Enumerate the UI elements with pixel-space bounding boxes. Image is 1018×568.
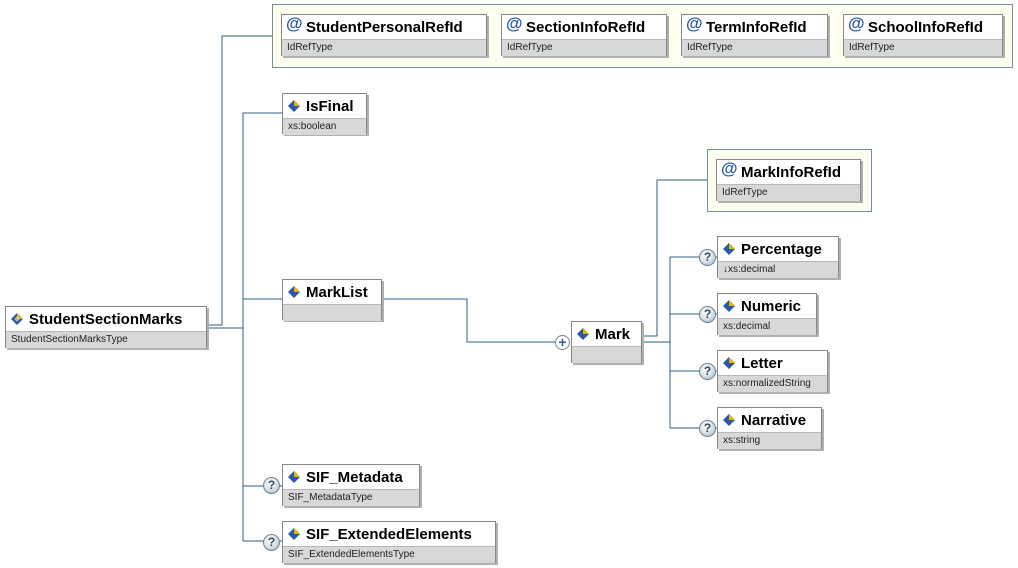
- attr-name: SchoolInfoRefId: [868, 18, 983, 36]
- element-name: Narrative: [741, 411, 807, 429]
- attribute-icon: @: [686, 14, 703, 33]
- element-percentage[interactable]: Percentage ↓xs:decimal: [717, 236, 839, 278]
- element-letter[interactable]: Letter xs:normalizedString: [717, 350, 828, 392]
- element-type: xs:string: [718, 432, 821, 449]
- attr-term-info-ref-id[interactable]: @TermInfoRefId IdRefType: [681, 14, 828, 56]
- element-icon: [11, 313, 23, 325]
- element-name: SIF_Metadata: [306, 468, 403, 486]
- attr-type: IdRefType: [717, 184, 860, 201]
- element-type: xs:normalizedString: [718, 375, 827, 392]
- element-name: Percentage: [741, 240, 822, 258]
- element-name: Letter: [741, 354, 783, 372]
- attr-type: IdRefType: [502, 39, 666, 56]
- element-sif-metadata[interactable]: SIF_Metadata SIF_MetadataType: [282, 464, 420, 506]
- attr-type: IdRefType: [282, 39, 486, 56]
- element-icon: [288, 471, 300, 483]
- element-mark-list[interactable]: MarkList: [282, 279, 382, 321]
- element-icon: [577, 328, 589, 340]
- attribute-icon: @: [286, 14, 303, 33]
- element-type: StudentSectionMarksType: [6, 331, 206, 348]
- element-icon: [723, 357, 735, 369]
- attribute-icon: @: [506, 14, 523, 33]
- element-type: [283, 304, 381, 321]
- element-icon: [723, 300, 735, 312]
- attr-mark-info-ref-id[interactable]: @MarkInfoRefId IdRefType: [716, 159, 861, 201]
- element-mark[interactable]: Mark: [571, 321, 642, 363]
- element-type: ↓xs:decimal: [718, 261, 838, 278]
- attribute-icon: @: [721, 159, 738, 178]
- attr-type: IdRefType: [682, 39, 827, 56]
- element-icon: [288, 100, 300, 112]
- element-type: xs:decimal: [718, 318, 816, 335]
- element-name: SIF_ExtendedElements: [306, 525, 472, 543]
- optional-indicator: ?: [263, 534, 280, 551]
- element-icon: [723, 414, 735, 426]
- attr-name: SectionInfoRefId: [526, 18, 646, 36]
- element-name: IsFinal: [306, 97, 354, 115]
- expand-icon[interactable]: +: [555, 335, 570, 350]
- attr-name: StudentPersonalRefId: [306, 18, 463, 36]
- element-type: [572, 346, 641, 363]
- element-type: SIF_MetadataType: [283, 489, 419, 506]
- attribute-icon: @: [848, 14, 865, 33]
- element-name: StudentSectionMarks: [29, 310, 183, 328]
- connector-mark-attribute: [642, 179, 707, 337]
- element-narrative[interactable]: Narrative xs:string: [717, 407, 822, 449]
- element-name: Mark: [595, 325, 631, 343]
- element-name: Numeric: [741, 297, 802, 315]
- element-icon: [288, 286, 300, 298]
- element-type: SIF_ExtendedElementsType: [283, 546, 495, 563]
- attr-type: IdRefType: [844, 39, 1002, 56]
- element-icon: [288, 528, 300, 540]
- element-icon: [723, 243, 735, 255]
- optional-indicator: ?: [699, 249, 716, 266]
- attr-school-info-ref-id[interactable]: @SchoolInfoRefId IdRefType: [843, 14, 1003, 56]
- element-is-final[interactable]: IsFinal xs:boolean: [282, 93, 367, 135]
- root-element[interactable]: StudentSectionMarks StudentSectionMarksT…: [5, 306, 207, 348]
- connector-marklist-mark: [382, 298, 555, 343]
- element-type: xs:boolean: [283, 118, 366, 135]
- attr-name: TermInfoRefId: [706, 18, 807, 36]
- optional-indicator: ?: [699, 420, 716, 437]
- attr-student-personal-ref-id[interactable]: @StudentPersonalRefId IdRefType: [281, 14, 487, 56]
- optional-indicator: ?: [699, 363, 716, 380]
- optional-indicator: ?: [699, 306, 716, 323]
- optional-indicator: ?: [263, 477, 280, 494]
- element-name: MarkList: [306, 283, 368, 301]
- attr-section-info-ref-id[interactable]: @SectionInfoRefId IdRefType: [501, 14, 667, 56]
- element-numeric[interactable]: Numeric xs:decimal: [717, 293, 817, 335]
- connector-root-attributes: [207, 35, 272, 326]
- element-sif-extended-elements[interactable]: SIF_ExtendedElements SIF_ExtendedElement…: [282, 521, 496, 563]
- attr-name: MarkInfoRefId: [741, 163, 842, 181]
